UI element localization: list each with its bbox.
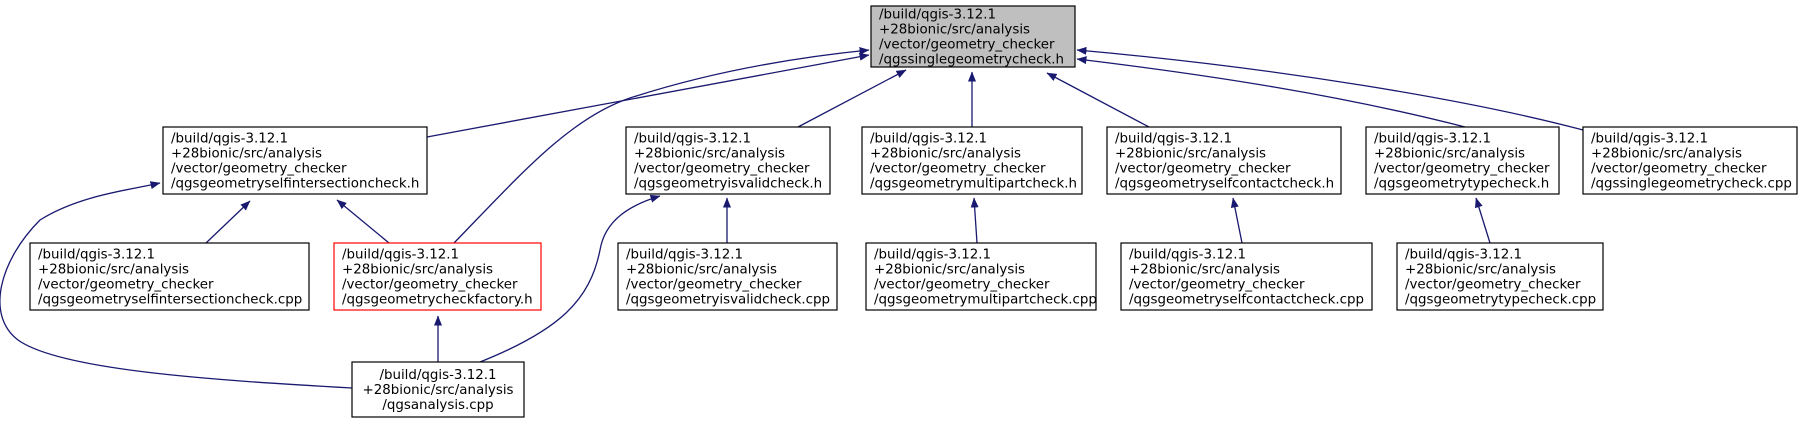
node-label-line: /build/qgis-3.12.1	[38, 248, 155, 263]
node-label-line: /build/qgis-3.12.1	[1405, 248, 1522, 263]
edge-analysis-cpp-to-isvalid-h	[479, 194, 661, 363]
node-label-line: /build/qgis-3.12.1	[1374, 132, 1491, 147]
node-label-line: /vector/geometry_checker	[1405, 278, 1581, 293]
node-box	[617, 242, 838, 311]
node-label-line: /build/qgis-3.12.1	[171, 132, 288, 147]
node-label-line: /build/qgis-3.12.1	[1129, 248, 1246, 263]
node-label-line: /vector/geometry_checker	[38, 278, 214, 293]
node-label-line: +28bionic/src/analysis	[1374, 147, 1525, 162]
edge-selfcontact-h-to-root	[1046, 72, 1150, 128]
node-selfintersection-h[interactable]: /build/qgis-3.12.1+28bionic/src/analysis…	[162, 126, 428, 195]
node-label-line: +28bionic/src/analysis	[1591, 147, 1742, 162]
node-box	[870, 5, 1076, 68]
node-label-line: /build/qgis-3.12.1	[879, 8, 996, 23]
node-root[interactable]: /build/qgis-3.12.1+28bionic/src/analysis…	[870, 5, 1076, 68]
node-box	[861, 126, 1083, 195]
node-type-cpp[interactable]: /build/qgis-3.12.1+28bionic/src/analysis…	[1396, 242, 1604, 311]
edge-type-cpp-to-type-h	[1475, 197, 1491, 244]
node-label-line: +28bionic/src/analysis	[634, 147, 785, 162]
node-label-line: /qgsgeometryisvalidcheck.h	[634, 177, 822, 192]
node-label-line: /qgssinglegeometrycheck.cpp	[1591, 177, 1792, 192]
edge-analysis-cpp-to-selfintersection-h	[0, 181, 353, 389]
node-box	[1396, 242, 1604, 311]
node-label-line: +28bionic/src/analysis	[874, 263, 1025, 278]
node-label-line: +28bionic/src/analysis	[1115, 147, 1266, 162]
node-label-line: +28bionic/src/analysis	[1129, 263, 1280, 278]
edge-multipart-cpp-to-multipart-h	[970, 197, 979, 244]
node-label-line: +28bionic/src/analysis	[171, 147, 322, 162]
node-box	[1106, 126, 1342, 195]
node-label-line: /vector/geometry_checker	[870, 162, 1046, 177]
node-label-line: /vector/geometry_checker	[634, 162, 810, 177]
edge-type-h-to-root	[1076, 56, 1466, 128]
node-isvalid-cpp[interactable]: /build/qgis-3.12.1+28bionic/src/analysis…	[617, 242, 838, 311]
edge-checkfactory-h-to-selfintersection-h	[336, 199, 390, 244]
node-label-line: /qgssinglegeometrycheck.h	[879, 53, 1064, 68]
node-label-line: /qgsgeometrytypecheck.h	[1374, 177, 1549, 192]
node-box	[29, 242, 310, 311]
node-type-h[interactable]: /build/qgis-3.12.1+28bionic/src/analysis…	[1365, 126, 1560, 195]
node-label-line: +28bionic/src/analysis	[362, 383, 513, 398]
node-label-line: /build/qgis-3.12.1	[626, 248, 743, 263]
node-label-line: /qgsgeometryselfcontactcheck.cpp	[1129, 293, 1364, 308]
edge-selfcontact-cpp-to-selfcontact-h	[1230, 197, 1243, 244]
node-label-line: /build/qgis-3.12.1	[634, 132, 751, 147]
node-multipart-h[interactable]: /build/qgis-3.12.1+28bionic/src/analysis…	[861, 126, 1083, 195]
node-label-line: /vector/geometry_checker	[1129, 278, 1305, 293]
node-label-line: +28bionic/src/analysis	[1405, 263, 1556, 278]
node-label-line: /build/qgis-3.12.1	[342, 248, 459, 263]
node-label-line: /qgsgeometryselfcontactcheck.h	[1115, 177, 1334, 192]
edge-selfintersection-cpp-to-selfintersection-h	[205, 200, 251, 244]
node-label-line: /qgsgeometrytypecheck.cpp	[1405, 293, 1596, 308]
node-selfcontact-h[interactable]: /build/qgis-3.12.1+28bionic/src/analysis…	[1106, 126, 1342, 195]
node-checkfactory-h[interactable]: /build/qgis-3.12.1+28bionic/src/analysis…	[333, 242, 542, 311]
node-label-line: /vector/geometry_checker	[874, 278, 1050, 293]
node-isvalid-h[interactable]: /build/qgis-3.12.1+28bionic/src/analysis…	[625, 126, 831, 195]
node-singlegeometry-cpp[interactable]: /build/qgis-3.12.1+28bionic/src/analysis…	[1582, 126, 1798, 195]
node-label-line: +28bionic/src/analysis	[870, 147, 1021, 162]
node-box	[333, 242, 542, 311]
node-box	[1582, 126, 1798, 195]
node-label-line: /qgsgeometrycheckfactory.h	[342, 293, 533, 308]
node-multipart-cpp[interactable]: /build/qgis-3.12.1+28bionic/src/analysis…	[865, 242, 1097, 311]
node-box	[1365, 126, 1560, 195]
edge-checkfactory-h-to-root	[453, 46, 870, 244]
node-label-line: /build/qgis-3.12.1	[1115, 132, 1232, 147]
node-label-line: /build/qgis-3.12.1	[379, 368, 496, 383]
node-box	[162, 126, 428, 195]
node-label-line: /vector/geometry_checker	[1115, 162, 1291, 177]
node-label-line: /qgsgeometrymultipartcheck.cpp	[874, 293, 1097, 308]
node-label-line: /vector/geometry_checker	[171, 162, 347, 177]
node-selfintersection-cpp[interactable]: /build/qgis-3.12.1+28bionic/src/analysis…	[29, 242, 310, 311]
node-selfcontact-cpp[interactable]: /build/qgis-3.12.1+28bionic/src/analysis…	[1120, 242, 1373, 311]
node-label-line: +28bionic/src/analysis	[38, 263, 189, 278]
node-box	[1120, 242, 1373, 311]
node-analysis-cpp[interactable]: /build/qgis-3.12.1+28bionic/src/analysis…	[351, 361, 525, 418]
node-label-line: /build/qgis-3.12.1	[874, 248, 991, 263]
node-label-line: /vector/geometry_checker	[342, 278, 518, 293]
node-label-line: /qgsgeometryisvalidcheck.cpp	[626, 293, 830, 308]
node-label-line: /vector/geometry_checker	[626, 278, 802, 293]
node-label-line: /qgsgeometryselfintersectioncheck.h	[171, 177, 419, 192]
edge-selfintersection-h-to-root	[426, 52, 870, 138]
node-box	[351, 361, 525, 418]
node-label-line: /qgsgeometrymultipartcheck.h	[870, 177, 1077, 192]
node-label-line: /build/qgis-3.12.1	[870, 132, 987, 147]
node-box	[625, 126, 831, 195]
node-label-line: /qgsgeometryselfintersectioncheck.cpp	[38, 293, 302, 308]
node-label-line: +28bionic/src/analysis	[626, 263, 777, 278]
node-box	[865, 242, 1097, 311]
node-label-line: +28bionic/src/analysis	[342, 263, 493, 278]
node-label-line: /vector/geometry_checker	[1591, 162, 1767, 177]
node-label-line: /build/qgis-3.12.1	[1591, 132, 1708, 147]
edge-isvalid-h-to-root	[797, 69, 907, 128]
node-label-line: /vector/geometry_checker	[1374, 162, 1550, 177]
node-label-line: /qgsanalysis.cpp	[382, 398, 493, 413]
node-label-line: +28bionic/src/analysis	[879, 23, 1030, 38]
node-label-line: /vector/geometry_checker	[879, 38, 1055, 53]
edge-singlegeometry-cpp-to-root	[1076, 46, 1584, 131]
